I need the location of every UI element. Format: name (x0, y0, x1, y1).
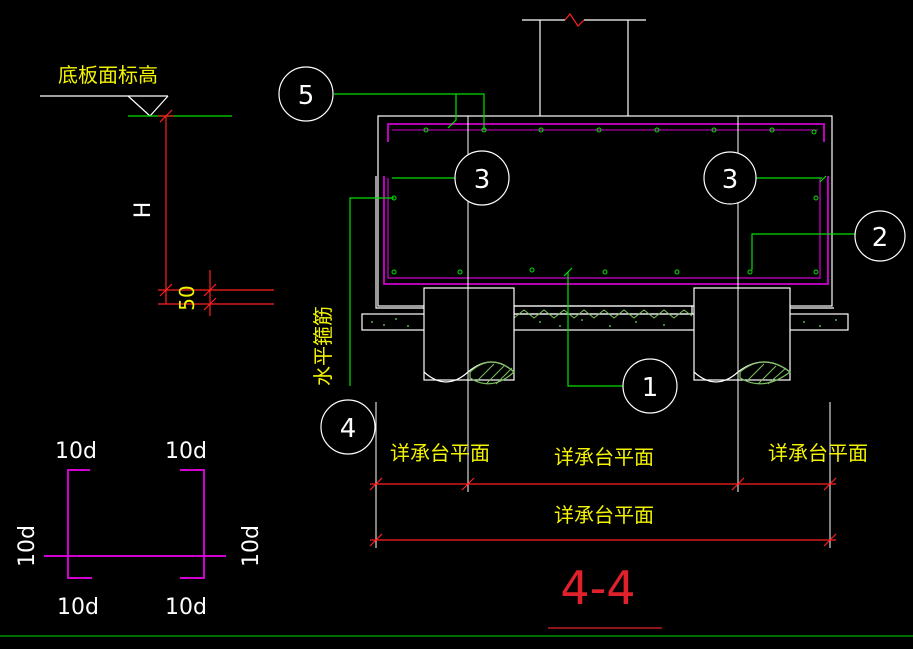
svg-text:3: 3 (474, 165, 491, 195)
height-label: H (131, 202, 156, 219)
dimensions: 详承台平面 详承台平面 详承台平面 详承台平面 (369, 402, 868, 548)
right-hook-bar (180, 469, 205, 579)
dim-label-total: 详承台平面 (554, 503, 654, 527)
hook-top-right-label: 10d (165, 439, 207, 464)
top-rebar (387, 123, 825, 142)
hook-right-label: 10d (239, 525, 264, 567)
callout-4: 4 (320, 399, 376, 455)
elevation-detail: 底板面标高 H 50 (40, 63, 274, 316)
break-mark-icon (564, 12, 585, 27)
rebar-dots-top (423, 127, 817, 135)
bottom-rebar (387, 178, 821, 279)
callout-5: 5 (278, 66, 334, 122)
svg-text:3: 3 (722, 165, 739, 195)
rebar-dots-bottom (391, 195, 819, 275)
blinding-hatch (371, 318, 837, 327)
dim-label-right: 详承台平面 (768, 441, 868, 465)
left-hook-bar (67, 469, 92, 579)
callout-3-left: 3 (454, 150, 510, 206)
hook-bottom-left-label: 10d (57, 595, 99, 620)
leader-lines (334, 93, 856, 387)
horizontal-stirrup-label: 水平箍筋 (311, 306, 335, 386)
offset-label: 50 (175, 285, 199, 310)
dim-label-left: 详承台平面 (390, 441, 490, 465)
pile-left (423, 287, 515, 385)
svg-text:4: 4 (340, 414, 357, 444)
callout-2: 2 (854, 210, 906, 262)
svg-text:1: 1 (642, 373, 659, 403)
callout-3-right: 3 (703, 151, 757, 205)
callout-1: 1 (622, 358, 678, 414)
elevation-triangle-icon (127, 95, 169, 117)
hook-bottom-right-label: 10d (165, 595, 207, 620)
hook-top-left-label: 10d (55, 439, 97, 464)
slab-top-elevation-label: 底板面标高 (58, 63, 158, 87)
pile-right (693, 287, 791, 385)
outer-stirrup (383, 176, 829, 285)
dim-label-middle: 详承台平面 (554, 445, 654, 469)
svg-text:5: 5 (298, 81, 315, 111)
hook-detail: 10d 10d 10d 10d 10d 10d (15, 439, 264, 620)
pile-cap-section: 5 3 3 2 1 4 水平箍筋 (278, 12, 906, 492)
svg-text:2: 2 (872, 223, 889, 253)
hook-left-label: 10d (15, 525, 40, 567)
section-title: 4-4 (560, 561, 635, 615)
